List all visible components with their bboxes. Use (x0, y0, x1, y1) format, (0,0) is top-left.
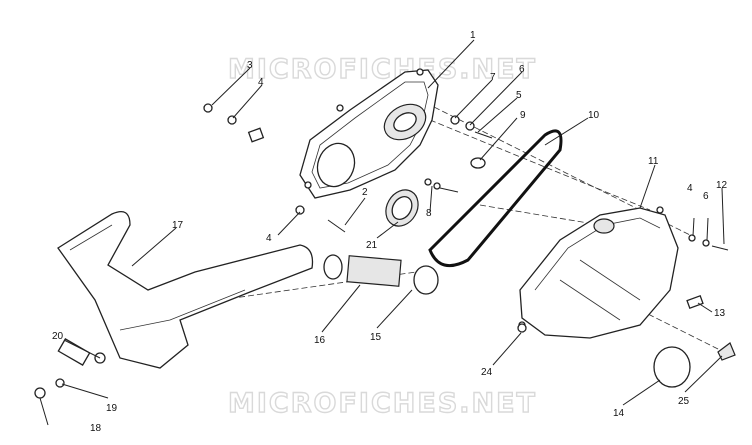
callout-6b: 6 (703, 191, 709, 202)
drive-belt (428, 129, 563, 268)
leader-lines (39, 39, 725, 426)
callout-16: 16 (314, 335, 326, 346)
callout-6a: 6 (519, 64, 525, 75)
watermark-top: MICROFICHES.NET (228, 54, 537, 85)
callout-14: 14 (613, 408, 625, 419)
callout-7: 7 (490, 72, 496, 83)
callout-24: 24 (481, 367, 493, 378)
callout-21: 21 (366, 240, 378, 251)
callout-25: 25 (678, 396, 690, 407)
inner-cover-plate (299, 68, 439, 199)
callout-4a: 4 (258, 77, 264, 88)
callout-20: 20 (52, 331, 64, 342)
callout-11: 11 (648, 156, 659, 167)
callout-3: 3 (247, 60, 253, 71)
callout-15: 15 (370, 332, 382, 343)
watermark-bottom: MICROFICHES.NET (228, 388, 537, 419)
callout-18: 18 (90, 423, 102, 434)
hardware (34, 103, 736, 399)
outer-clutch-cover (518, 206, 679, 339)
callout-10: 10 (588, 110, 600, 121)
seal (385, 189, 419, 227)
callout-17: 17 (172, 220, 184, 231)
callout-8: 8 (426, 208, 432, 219)
intake-duct (57, 211, 314, 369)
callout-5: 5 (516, 90, 522, 101)
callout-2: 2 (362, 187, 368, 198)
callout-labels: 1 2 3 4 4 4 5 6 6 7 8 9 10 11 12 13 14 1… (52, 30, 728, 434)
callout-13: 13 (714, 308, 726, 319)
callout-19: 19 (106, 403, 118, 414)
clamp-rings (323, 254, 439, 295)
callout-9: 9 (520, 110, 526, 121)
callout-1: 1 (470, 30, 476, 41)
callout-12: 12 (716, 180, 728, 191)
callout-4c: 4 (687, 183, 693, 194)
callout-4b: 4 (266, 233, 272, 244)
